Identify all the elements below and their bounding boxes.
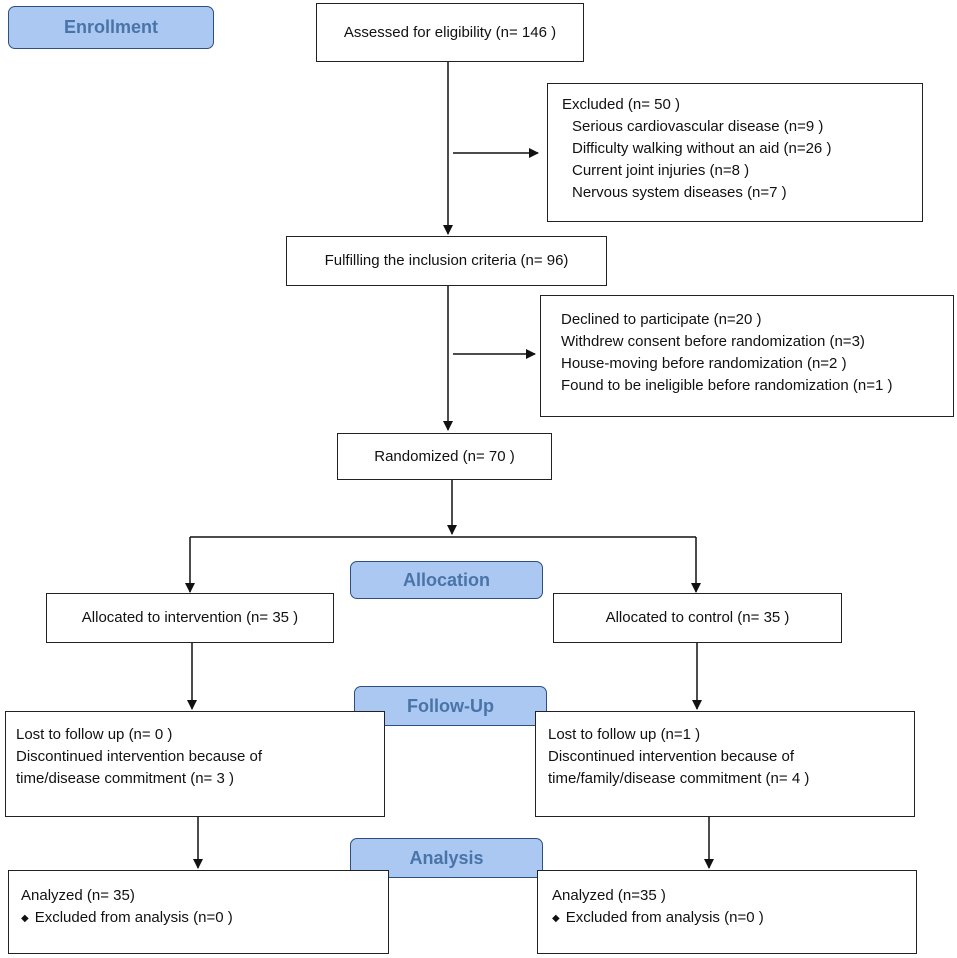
followup-intervention-line: Lost to follow up (n= 0 ): [16, 726, 173, 743]
stage-allocation-label: Allocation: [402, 569, 490, 590]
not-randomized-item: House-moving before randomization (n=2 ): [561, 355, 847, 372]
not-randomized-item: Declined to participate (n=20 ): [561, 311, 762, 328]
not-randomized-item: Found to be ineligible before randomizat…: [561, 377, 893, 394]
analysis-control-box: Analyzed (n=35 ) ◆ Excluded from analysis…: [537, 870, 917, 954]
excluded-item: Nervous system diseases (n=7 ): [572, 184, 787, 201]
diamond-bullet-icon: ◆: [21, 913, 29, 924]
followup-intervention-box: Lost to follow up (n= 0 ) Discontinued i…: [5, 711, 385, 817]
stage-allocation: Allocation: [350, 561, 543, 599]
stage-follow-up-label: Follow-Up: [407, 695, 494, 716]
stage-follow-up: Follow-Up: [354, 686, 547, 726]
allocated-intervention-text: Allocated to intervention (n= 35 ): [81, 609, 299, 626]
excluded-item: Difficulty walking without an aid (n=26 …: [572, 140, 832, 157]
followup-intervention-line: Discontinued intervention because of: [16, 748, 262, 765]
followup-control-line: Lost to follow up (n=1 ): [548, 726, 701, 743]
followup-control-line: time/family/disease commitment (n= 4 ): [548, 770, 810, 787]
not-randomized-item: Withdrew consent before randomization (n…: [561, 333, 865, 350]
excluded-item: Serious cardiovascular disease (n=9 ): [572, 118, 824, 135]
excluded-box: Excluded (n= 50 ) Serious cardiovascular…: [547, 83, 923, 222]
stage-analysis-label: Analysis: [409, 847, 484, 868]
stage-enrollment: Enrollment: [8, 6, 214, 49]
followup-intervention-line: time/disease commitment (n= 3 ): [16, 770, 234, 787]
analysis-intervention-analyzed: Analyzed (n= 35): [21, 887, 135, 904]
randomized-box: Randomized (n= 70 ): [337, 433, 552, 480]
randomized-text: Randomized (n= 70 ): [374, 447, 515, 465]
followup-control-box: Lost to follow up (n=1 ) Discontinued in…: [535, 711, 915, 817]
analysis-intervention-excluded: Excluded from analysis (n=0 ): [34, 909, 233, 926]
assessed-text: Assessed for eligibility (n= 146 ): [343, 23, 557, 41]
excluded-title: Excluded (n= 50 ): [562, 96, 680, 113]
inclusion-text: Fulfilling the inclusion criteria (n= 96…: [324, 252, 569, 269]
analysis-intervention-box: Analyzed (n= 35) ◆ Excluded from analysis…: [8, 870, 389, 954]
stage-enrollment-label: Enrollment: [63, 17, 158, 37]
allocated-control-text: Allocated to control (n= 35 ): [605, 609, 790, 626]
analysis-control-analyzed: Analyzed (n=35 ): [552, 887, 666, 904]
diamond-bullet-icon: ◆: [552, 913, 560, 924]
analysis-intervention-excluded-row: ◆ Excluded from analysis (n=0 ): [21, 907, 388, 931]
assessed-box: Assessed for eligibility (n= 146 ): [316, 3, 584, 62]
analysis-control-excluded-row: ◆ Excluded from analysis (n=0 ): [552, 907, 916, 931]
inclusion-box: Fulfilling the inclusion criteria (n= 96…: [286, 236, 607, 286]
allocated-intervention-box: Allocated to intervention (n= 35 ): [46, 593, 334, 643]
allocated-control-box: Allocated to control (n= 35 ): [553, 593, 842, 643]
followup-control-line: Discontinued intervention because of: [548, 748, 794, 765]
not-randomized-box: Declined to participate (n=20 ) Withdrew…: [540, 295, 954, 417]
analysis-control-excluded: Excluded from analysis (n=0 ): [565, 909, 764, 926]
excluded-item: Current joint injuries (n=8 ): [572, 162, 750, 179]
